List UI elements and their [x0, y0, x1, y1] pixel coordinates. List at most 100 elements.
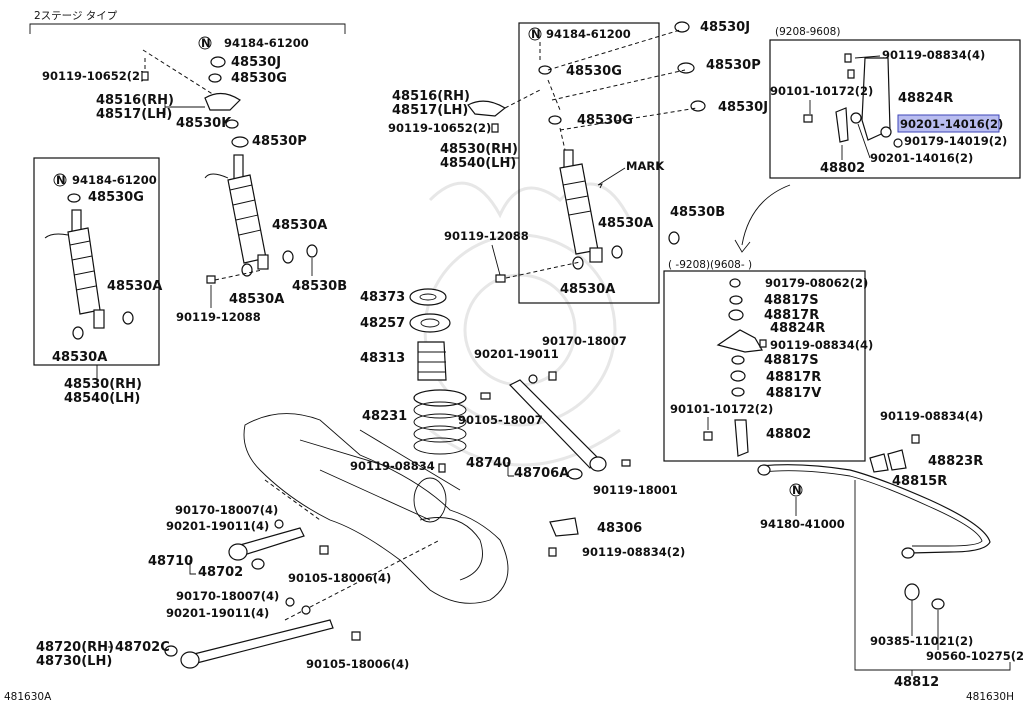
svg-text:N: N: [56, 173, 66, 187]
bracket-icon: [861, 57, 891, 141]
bump-stop-icon: [417, 341, 447, 381]
part-label[interactable]: 90119-08834(4): [880, 409, 983, 423]
part-label[interactable]: 48706A: [514, 466, 569, 481]
part-label[interactable]: 48530A: [229, 292, 284, 307]
part-label[interactable]: 90201-14016(2): [900, 117, 1003, 131]
part-label[interactable]: 48530A: [272, 218, 327, 233]
part-label[interactable]: 48817S: [764, 353, 819, 368]
part-label[interactable]: 94184-61200: [546, 27, 631, 41]
part-label[interactable]: 48517(LH): [392, 103, 468, 118]
rear-axle-sketch: [243, 413, 509, 621]
part-label[interactable]: 90170-18007: [542, 334, 627, 348]
part-label[interactable]: 90119-08834(4): [882, 48, 985, 62]
part-label[interactable]: 48530J: [718, 100, 768, 115]
part-label[interactable]: 90201-19011: [474, 347, 559, 361]
part-label[interactable]: 48802: [766, 427, 811, 442]
part-label[interactable]: 48530P: [706, 58, 761, 73]
highlighted-part-number[interactable]: [897, 114, 1000, 133]
part-label[interactable]: 48730(LH): [36, 654, 112, 669]
part-label[interactable]: 48824R: [770, 321, 825, 336]
part-label[interactable]: 48815R: [892, 474, 947, 489]
part-label[interactable]: 48710: [148, 554, 193, 569]
part-label[interactable]: 90119-12088: [176, 310, 261, 324]
part-label[interactable]: 90101-10172(2): [770, 84, 873, 98]
part-label[interactable]: 48530(RH): [64, 377, 142, 392]
part-label[interactable]: 48812: [894, 675, 939, 690]
part-label[interactable]: 90179-14019(2): [904, 134, 1007, 148]
part-label[interactable]: 48530K: [176, 116, 232, 131]
cushion-icon: [210, 56, 226, 68]
shock-absorber-icon: [559, 149, 603, 263]
part-label[interactable]: 48720(RH): [36, 640, 114, 655]
part-label[interactable]: 48516(RH): [392, 89, 470, 104]
svg-text:(9208-9608): (9208-9608): [775, 26, 840, 38]
stabilizer-link-icon: [734, 419, 749, 457]
part-label[interactable]: MARK: [626, 159, 665, 173]
part-label[interactable]: 90105-18007: [458, 413, 543, 427]
part-label[interactable]: 48530B: [292, 279, 347, 294]
middle-right-inset-box: ( -9208)(9608- ) 90179-08062(2) 48817S 4…: [663, 259, 873, 462]
part-label[interactable]: 90385-11021(2): [870, 634, 973, 648]
part-label[interactable]: 48530J: [700, 20, 750, 35]
part-label[interactable]: 48540(LH): [64, 391, 140, 406]
left-shock-group: N 94184-61200 48530J 48530G 90119-10652(…: [42, 36, 347, 324]
part-label[interactable]: 90119-10652(2): [388, 121, 491, 135]
part-label[interactable]: 90201-19011(4): [166, 606, 269, 620]
part-label[interactable]: 48530G: [88, 190, 144, 205]
part-label[interactable]: 48802: [820, 161, 865, 176]
part-label[interactable]: 48530G: [231, 71, 287, 86]
part-label[interactable]: 90119-12088: [444, 229, 529, 243]
part-label[interactable]: 48530J: [231, 55, 281, 70]
svg-text:N: N: [201, 36, 211, 50]
part-label[interactable]: 48517(LH): [96, 107, 172, 122]
part-label[interactable]: 48530A: [560, 282, 615, 297]
part-label[interactable]: 90201-14016(2): [870, 151, 973, 165]
part-label[interactable]: 48817R: [764, 308, 819, 323]
part-label[interactable]: 48540(LH): [440, 156, 516, 171]
part-label[interactable]: 48530P: [252, 134, 307, 149]
part-label[interactable]: 48817V: [766, 386, 821, 401]
part-label[interactable]: 90201-19011(4): [166, 519, 269, 533]
part-label[interactable]: 90179-08062(2): [765, 276, 868, 290]
part-label[interactable]: 48257: [360, 316, 405, 331]
part-label[interactable]: 94180-41000: [760, 517, 845, 531]
part-label[interactable]: 90170-18007(4): [176, 589, 279, 603]
part-label[interactable]: 90101-10172(2): [670, 402, 773, 416]
stabilizer-bar-assembly: 90119-08834(4) 48823R 48815R N 94180-410…: [757, 409, 1024, 690]
bracket-icon: [716, 329, 763, 353]
part-label[interactable]: 48373: [360, 290, 405, 305]
part-label[interactable]: 48817R: [766, 370, 821, 385]
part-label[interactable]: 48530G: [577, 113, 633, 128]
part-label[interactable]: 48306: [597, 521, 642, 536]
part-label[interactable]: 48530B: [670, 205, 725, 220]
center-shock-box: N 94184-61200 48530G 48530G MARK 48530A …: [518, 22, 665, 304]
part-label[interactable]: 90119-08834: [350, 459, 435, 473]
bolt-icon: [206, 275, 216, 284]
part-label[interactable]: 90105-18006(4): [306, 657, 409, 671]
part-label[interactable]: 48824R: [898, 91, 953, 106]
part-label[interactable]: 48516(RH): [96, 93, 174, 108]
part-label[interactable]: 48231: [362, 409, 407, 424]
part-label[interactable]: 90119-08834(2): [582, 545, 685, 559]
part-label[interactable]: 90119-08834(4): [770, 338, 873, 352]
part-label[interactable]: 48530(RH): [440, 142, 518, 157]
part-label[interactable]: 90560-10275(2): [926, 649, 1024, 663]
part-label[interactable]: 48740: [466, 456, 511, 471]
part-label[interactable]: 48530A: [107, 279, 162, 294]
part-label[interactable]: 94184-61200: [224, 36, 309, 50]
part-label[interactable]: 94184-61200: [72, 173, 157, 187]
part-label[interactable]: 90170-18007(4): [175, 503, 278, 517]
part-label[interactable]: 48530A: [598, 216, 653, 231]
part-label[interactable]: 48817S: [764, 293, 819, 308]
part-label[interactable]: 48313: [360, 351, 405, 366]
part-label[interactable]: 90119-18001: [593, 483, 678, 497]
part-label[interactable]: 48702: [198, 565, 243, 580]
part-label[interactable]: 48530G: [566, 64, 622, 79]
lateral-control-rod: 90170-18007 90201-19011 90105-18007 4874…: [458, 334, 678, 497]
part-label[interactable]: 90119-10652(2): [42, 69, 145, 83]
cushion-icon: [208, 73, 222, 83]
part-label[interactable]: 48702C: [115, 640, 170, 655]
part-label[interactable]: 90105-18006(4): [288, 571, 391, 585]
part-label[interactable]: 48530A: [52, 350, 107, 365]
part-label[interactable]: 48823R: [928, 454, 983, 469]
